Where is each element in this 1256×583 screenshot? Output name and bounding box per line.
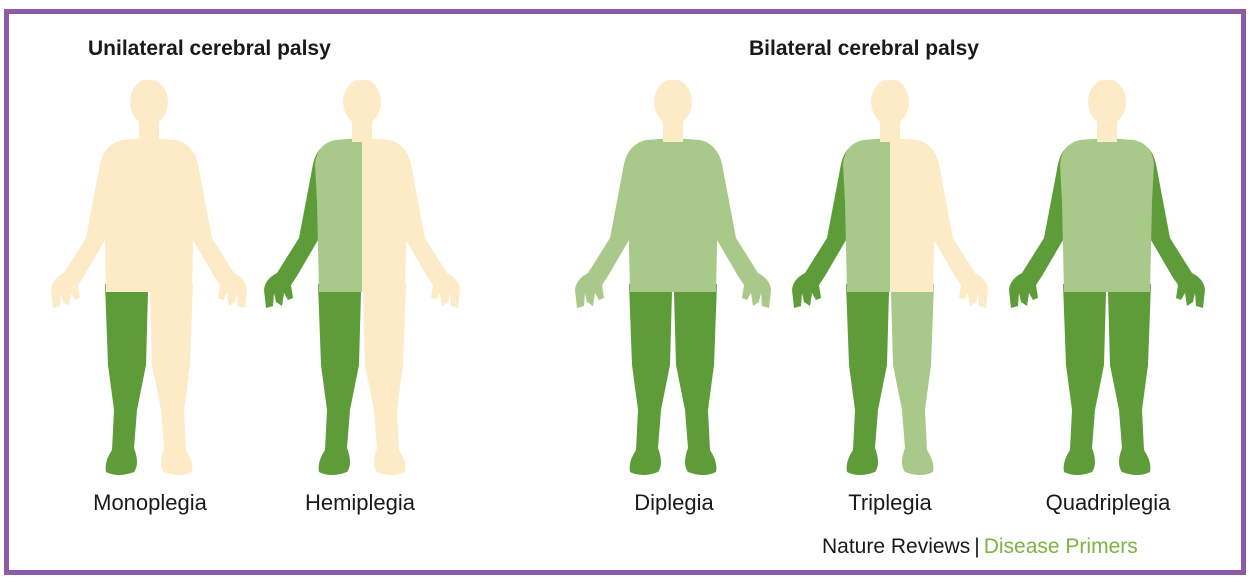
body-region-torso-left [315, 138, 362, 292]
body-silhouette [42, 80, 257, 480]
body-silhouette [566, 80, 781, 480]
credit-series: Disease Primers [984, 535, 1138, 558]
body-figure-hemiplegia [255, 80, 470, 480]
body-silhouette [783, 80, 998, 480]
body-region-head [130, 80, 168, 125]
body-region-torso-left [843, 138, 890, 292]
body-region-torso-right [1107, 138, 1154, 292]
label-triplegia: Triplegia [790, 490, 990, 516]
body-region-leg-left [629, 284, 672, 475]
body-figure-diplegia [566, 80, 781, 480]
body-figure-quadriplegia [1000, 80, 1215, 480]
body-region-leg-left [318, 284, 361, 475]
body-region-leg-left [846, 284, 889, 475]
body-region-head [871, 80, 909, 125]
unilateral-group-title: Unilateral cerebral palsy [88, 37, 331, 61]
body-region-leg-right [1108, 284, 1151, 475]
body-region-torso-right [673, 138, 720, 292]
body-silhouette [255, 80, 470, 480]
body-region-leg-left [1063, 284, 1106, 475]
label-quadriplegia: Quadriplegia [1008, 490, 1208, 516]
bilateral-group-title: Bilateral cerebral palsy [749, 37, 979, 61]
body-region-head [343, 80, 381, 125]
body-region-head [654, 80, 692, 125]
body-region-leg-left [105, 284, 148, 475]
body-region-torso-left [626, 138, 673, 292]
body-region-torso-right [362, 138, 409, 292]
body-region-leg-right [150, 284, 193, 475]
body-region-torso-right [890, 138, 937, 292]
label-diplegia: Diplegia [574, 490, 774, 516]
credit-separator: | [970, 535, 983, 558]
body-figure-triplegia [783, 80, 998, 480]
label-monoplegia: Monoplegia [50, 490, 250, 516]
body-region-torso-left [102, 138, 149, 292]
body-region-torso-right [149, 138, 196, 292]
body-silhouette [1000, 80, 1215, 480]
body-region-leg-right [363, 284, 406, 475]
label-hemiplegia: Hemiplegia [260, 490, 460, 516]
body-region-leg-right [891, 284, 934, 475]
body-region-torso-left [1060, 138, 1107, 292]
body-region-leg-right [674, 284, 717, 475]
body-region-head [1088, 80, 1126, 125]
credit-publication: Nature Reviews [822, 535, 970, 558]
source-credit: Nature Reviews|Disease Primers [822, 535, 1138, 559]
body-figure-monoplegia [42, 80, 257, 480]
